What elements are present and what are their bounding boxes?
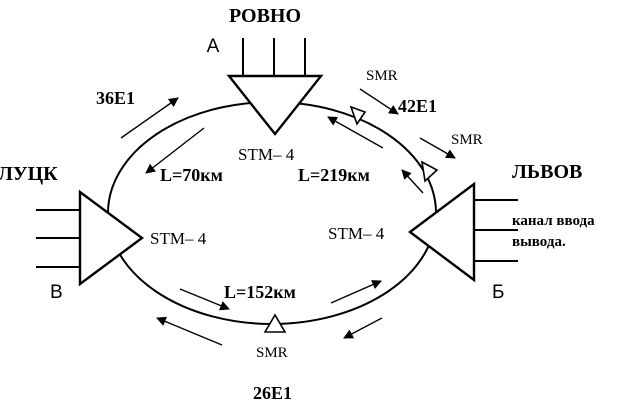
node-name-lutsk: ЛУЦК bbox=[0, 163, 58, 185]
node-rovno bbox=[226, 38, 324, 136]
multiplexer-b bbox=[408, 181, 476, 283]
node-letter-a: А bbox=[207, 36, 220, 57]
stm-label-top: STM– 4 bbox=[238, 145, 295, 164]
io-channel-line1: канал ввода bbox=[512, 213, 595, 229]
capacity-top-left: 36E1 bbox=[96, 88, 135, 108]
direction-arrow bbox=[179, 288, 230, 311]
direction-arrow bbox=[156, 316, 223, 346]
node-letter-v: В bbox=[50, 282, 63, 303]
regenerator-bottom bbox=[263, 313, 287, 333]
node-lvov bbox=[408, 181, 518, 283]
multiplexer-v bbox=[78, 189, 145, 287]
length-bottom: L=152км bbox=[224, 282, 296, 302]
node-lutsk bbox=[36, 189, 145, 287]
direction-arrow bbox=[145, 127, 205, 174]
direction-arrow bbox=[120, 97, 179, 139]
smr-label-top-right-1: SMR bbox=[366, 68, 398, 84]
direction-arrow bbox=[419, 137, 456, 159]
direction-arrow bbox=[401, 169, 424, 194]
capacity-bottom: 26E1 bbox=[253, 383, 292, 403]
direction-arrow bbox=[343, 317, 383, 339]
smr-label-top-right-2: SMR bbox=[451, 132, 483, 148]
regenerator-top-right-2 bbox=[420, 160, 439, 183]
direction-arrow bbox=[359, 88, 399, 115]
node-name-rovno: РОВНО bbox=[229, 5, 301, 27]
capacity-top-right: 42E1 bbox=[398, 96, 437, 116]
length-top-left: L=70км bbox=[160, 165, 223, 185]
node-name-lvov: ЛЬВОВ bbox=[512, 161, 582, 183]
io-channel-line2: вывода. bbox=[512, 234, 566, 250]
length-top-right: L=219км bbox=[298, 165, 370, 185]
direction-arrow bbox=[330, 280, 382, 304]
smr-label-bottom: SMR bbox=[256, 345, 288, 361]
node-letter-b: Б bbox=[492, 282, 504, 303]
stm-label-left: STM– 4 bbox=[150, 229, 207, 248]
regenerator-top-right-1 bbox=[349, 105, 367, 126]
stm-label-right: STM– 4 bbox=[328, 224, 385, 243]
multiplexer-a bbox=[226, 74, 324, 136]
direction-arrow bbox=[327, 116, 384, 149]
